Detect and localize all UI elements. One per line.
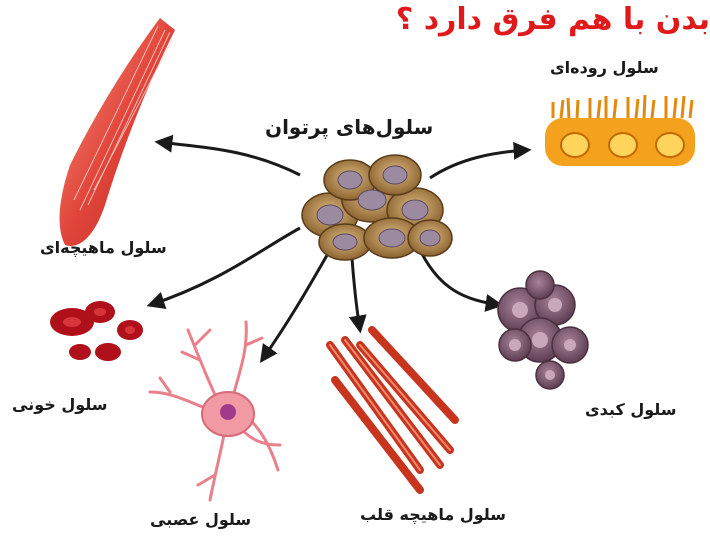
label-blood-cell: سلول خونی — [12, 395, 108, 414]
arrow-to-nerve — [262, 250, 330, 360]
blood-cells-illustration — [50, 301, 143, 361]
nerve-cell-illustration — [150, 322, 280, 500]
label-liver-cell: سلول کبدی — [585, 400, 677, 419]
arrow-to-intestinal — [430, 150, 528, 178]
label-heart-muscle-cell: سلول ماهیچه قلب — [360, 505, 506, 524]
arrow-to-heart — [352, 258, 360, 330]
label-nerve-cell: سلول عصبی — [150, 510, 251, 529]
label-stem-cells: سلول‌های پرتوان — [265, 115, 433, 139]
intestinal-cell-illustration — [545, 95, 695, 166]
label-intestinal-cell: سلول روده‌ای — [550, 58, 659, 77]
arrow-to-liver — [420, 250, 500, 305]
label-muscle-cell: سلول ماهیچه‌ای — [40, 238, 167, 257]
arrow-to-muscle — [158, 142, 300, 175]
heart-muscle-illustration — [330, 330, 455, 490]
arrow-to-blood — [150, 228, 300, 305]
liver-cells-illustration — [498, 271, 588, 389]
stem-cells-illustration — [302, 155, 452, 260]
muscle-cell-illustration — [60, 18, 175, 246]
